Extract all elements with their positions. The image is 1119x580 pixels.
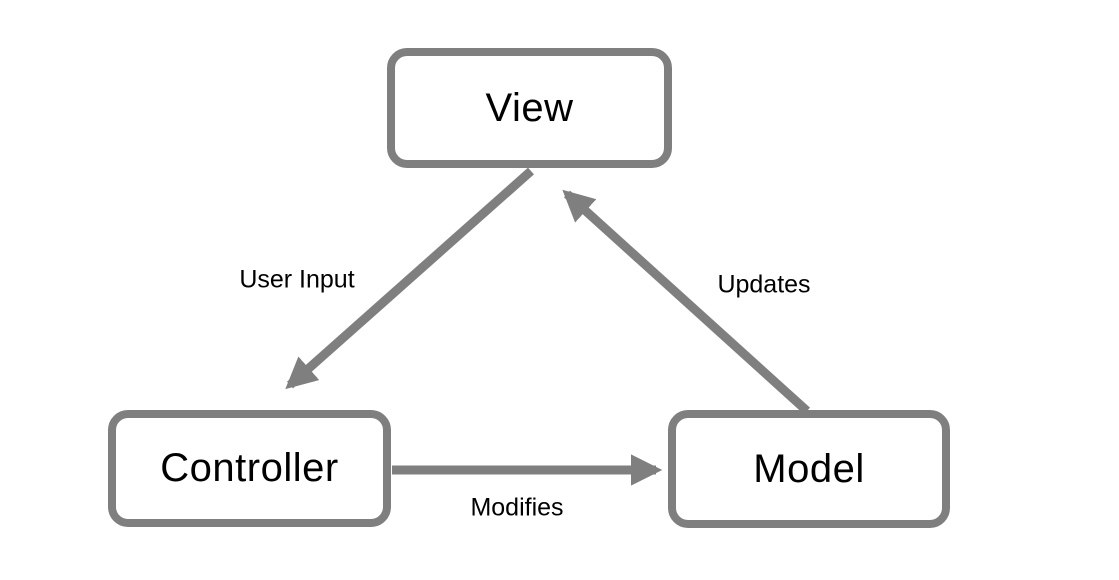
updates-arrow bbox=[562, 189, 811, 415]
modifies-edge-label: Modifies bbox=[470, 493, 564, 522]
user-input-arrow bbox=[285, 167, 534, 390]
updates-edge-label: Updates bbox=[717, 270, 811, 299]
node-controller: Controller bbox=[108, 410, 391, 527]
node-view-label: View bbox=[485, 85, 574, 130]
node-model: Model bbox=[668, 410, 950, 528]
node-model-label: Model bbox=[753, 446, 865, 491]
node-view: View bbox=[387, 48, 672, 168]
user-input-edge-label: User Input bbox=[239, 265, 355, 294]
node-controller-label: Controller bbox=[160, 446, 339, 490]
